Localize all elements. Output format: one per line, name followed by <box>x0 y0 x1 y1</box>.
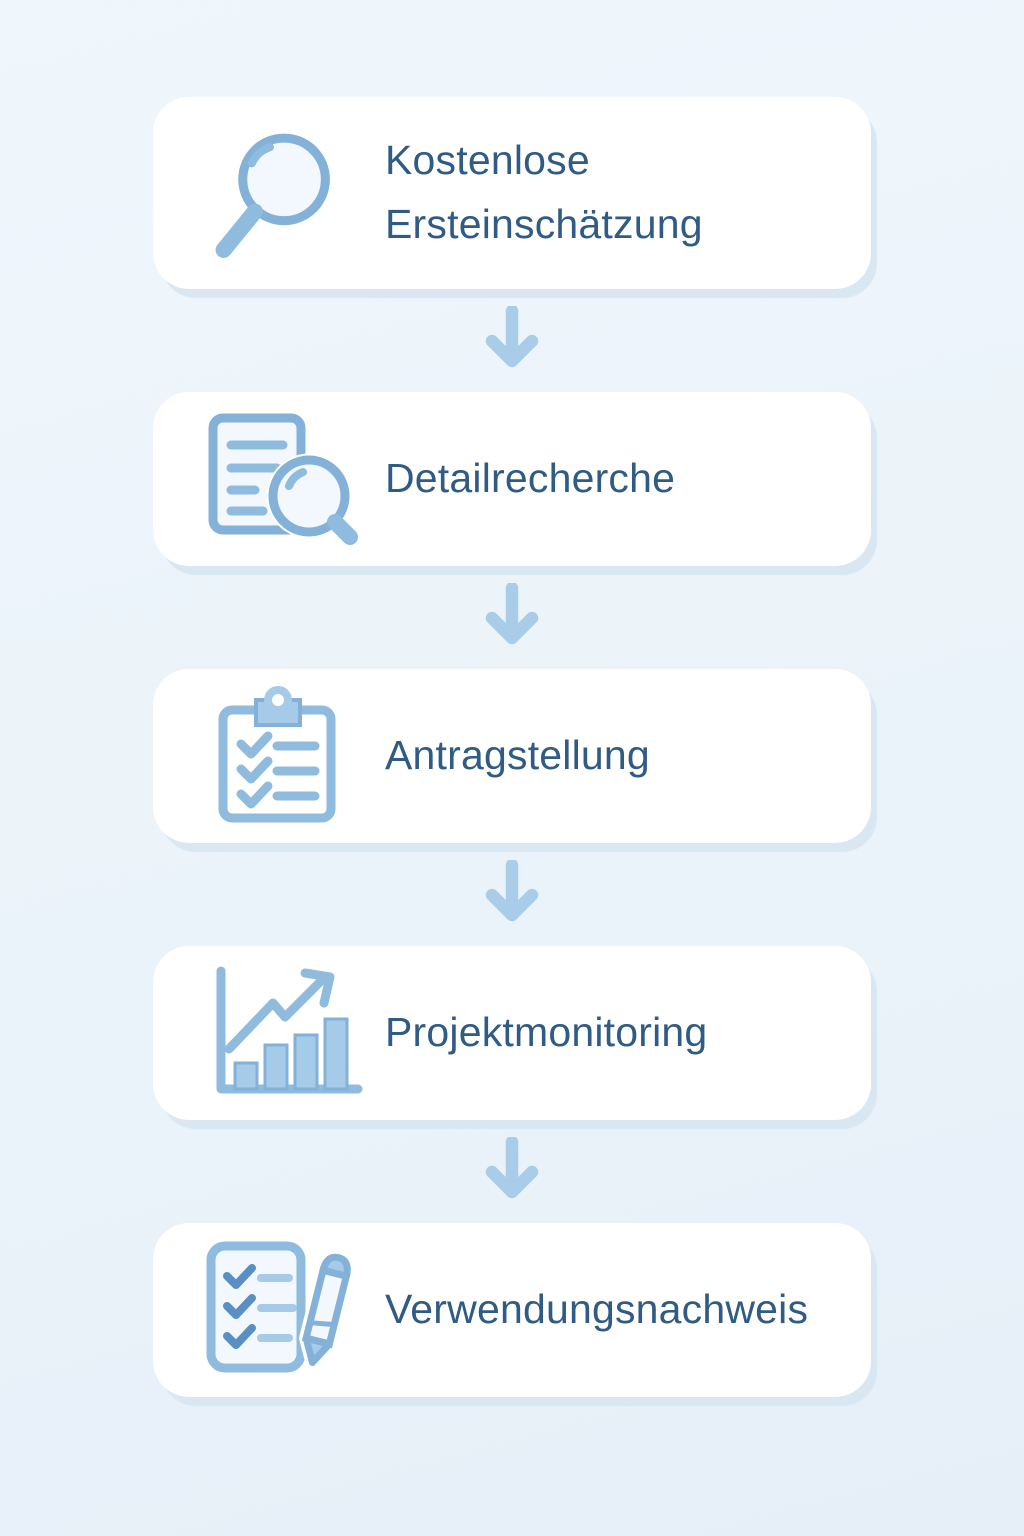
magnifier-icon <box>203 125 385 261</box>
down-arrow-icon <box>153 566 871 669</box>
checklist-pencil-icon <box>203 1238 385 1383</box>
document-search-icon <box>203 412 385 547</box>
process-flow: Kostenlose Ersteinschätzung Detailrecher… <box>153 97 871 1397</box>
step-label: Verwendungsnachweis <box>385 1286 809 1333</box>
bar-chart-growth-icon <box>203 963 385 1103</box>
step-card-verwendungsnachweis: Verwendungsnachweis <box>153 1223 871 1397</box>
step-card-antragstellung: Antragstellung <box>153 669 871 843</box>
step-card-ersteinschaetzung: Kostenlose Ersteinschätzung <box>153 97 871 289</box>
step-card-projektmonitoring: Projektmonitoring <box>153 946 871 1120</box>
step-label: Detailrecherche <box>385 455 676 502</box>
step-label: Projektmonitoring <box>385 1009 708 1056</box>
down-arrow-icon <box>153 1120 871 1223</box>
step-label: Kostenlose Ersteinschätzung <box>385 137 703 247</box>
step-label: Antragstellung <box>385 732 650 779</box>
down-arrow-icon <box>153 843 871 946</box>
clipboard-checklist-icon <box>203 686 385 826</box>
step-card-detailrecherche: Detailrecherche <box>153 392 871 566</box>
down-arrow-icon <box>153 289 871 392</box>
